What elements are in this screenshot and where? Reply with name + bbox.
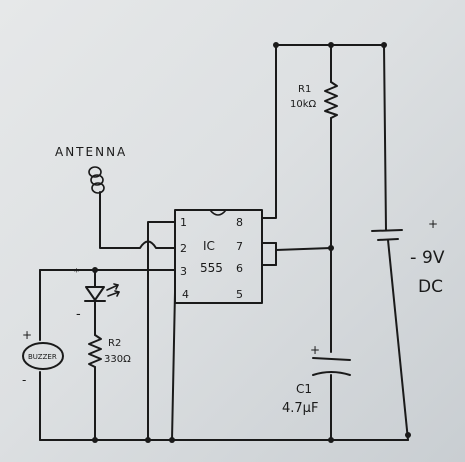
wire-battery-top [383, 44, 387, 231]
junction-dot [92, 437, 98, 443]
battery: + - 9V DC [371, 217, 445, 297]
wire-pin7-to-node [275, 247, 332, 251]
wire-pin1 [147, 221, 176, 441]
ic-pin-2: 2 [180, 242, 187, 255]
ic-body [174, 209, 263, 304]
battery-voltage: 9V [422, 248, 445, 268]
wire-antenna-to-pin2 [99, 191, 176, 249]
ic-label-555: 555 [200, 261, 223, 275]
junction-dot [92, 267, 98, 273]
wire-pin8-to-top [261, 44, 277, 219]
capacitor-c1: + C1 4.7µF [282, 343, 351, 416]
wire-battery-bottom [387, 239, 409, 441]
ic-pin-1: 1 [180, 216, 187, 229]
buzzer-body-icon [22, 342, 64, 370]
led-indicator-mark: * [74, 267, 79, 278]
antenna: ANTENNA [55, 145, 127, 194]
junction-dot [328, 437, 334, 443]
junction-dot [405, 432, 411, 438]
battery-plus: + [428, 217, 438, 231]
junction-dot [381, 42, 387, 48]
r1-zigzag-icon [324, 81, 338, 119]
led: * - [74, 267, 120, 322]
wires [39, 44, 409, 441]
buzzer-plus: + [22, 328, 32, 342]
battery-long-plate-icon [371, 229, 403, 232]
antenna-label: ANTENNA [55, 145, 127, 159]
antenna-coil-icon [88, 166, 105, 194]
junction-dot [145, 437, 151, 443]
c1-plate-straight-icon [312, 357, 351, 361]
led-triangle-icon [85, 286, 105, 301]
c1-plus: + [310, 343, 320, 357]
junction-dot [328, 42, 334, 48]
resistor-r1: R1 10kΩ [290, 81, 338, 119]
ic-pin-5: 5 [236, 288, 243, 301]
r2-name: R2 [108, 338, 121, 349]
r2-zigzag-icon [88, 334, 102, 368]
buzzer: BUZZER + - [22, 328, 64, 387]
buzzer-label: BUZZER [28, 353, 57, 361]
battery-minus: - [410, 247, 417, 268]
battery-type: DC [418, 277, 443, 297]
c1-plate-curved-icon [312, 371, 351, 376]
battery-short-plate-icon [377, 238, 399, 241]
ic-pin-4: 4 [182, 288, 189, 301]
c1-name: C1 [296, 382, 312, 396]
resistor-r2: R2 330Ω [88, 334, 131, 368]
junction-dot [273, 42, 279, 48]
ic-notch [209, 209, 227, 216]
ic-pin-7: 7 [236, 240, 243, 253]
junction-dot [169, 437, 175, 443]
ic-pin-6: 6 [236, 262, 243, 275]
c1-value: 4.7µF [282, 401, 318, 416]
led-minus: - [76, 307, 81, 322]
ic-pin-3: 3 [180, 265, 187, 278]
r1-value: 10kΩ [290, 99, 317, 110]
r2-value: 330Ω [104, 354, 131, 365]
wire-pin4 [171, 291, 176, 441]
buzzer-minus: - [22, 373, 26, 387]
junction-dot [328, 245, 334, 251]
led-light-arrows-icon [106, 283, 120, 297]
ic-label-ic: IC [203, 239, 215, 253]
junctions [92, 42, 411, 443]
r1-name: R1 [298, 84, 311, 95]
ic-555: 1 2 3 4 8 7 6 5 IC 555 [174, 209, 263, 304]
ic-pin-8: 8 [236, 216, 243, 229]
